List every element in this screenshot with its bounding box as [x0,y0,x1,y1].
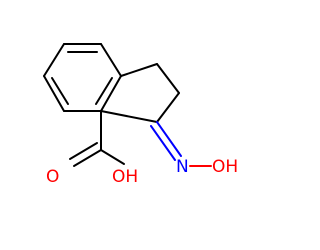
bond-c3-ch2a [120,63,158,77]
structure-canvas: O OH N OH [43,43,238,187]
bond-c-n-double-b [150,125,176,161]
aromatic-inner-3 [51,77,69,105]
oxime-hydroxyl-label: OH [212,157,238,177]
carbonyl-oxygen-label: O [46,167,59,187]
bond-c5-c6 [43,75,65,112]
carboxylic-acid-group: O OH [46,110,138,187]
bond-c-n-double-a [156,121,182,157]
aromatic-inner-2 [95,77,113,105]
acid-hydroxyl-label: OH [112,167,138,187]
molecule-structure: O OH N OH [43,43,238,187]
oxime-nitrogen-label: N [176,157,189,177]
oxime-group: N OH [150,121,238,177]
bond-c3-c4 [100,75,122,112]
benzene-ring [43,43,122,112]
bond-c-c4 [100,110,158,123]
bond-ch2a-ch2b [156,63,180,94]
bond-cooh-odouble-a [73,149,102,167]
bond-c6-c1 [43,43,65,77]
cyclopentane-ring [100,63,180,123]
bond-c2-c3 [100,43,122,77]
bond-ch2b-c [156,92,180,123]
bond-cooh-ohacid [100,149,125,165]
bond-cooh-odouble-b [69,142,98,160]
